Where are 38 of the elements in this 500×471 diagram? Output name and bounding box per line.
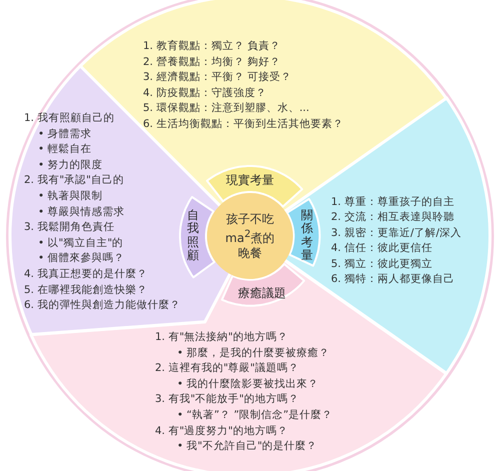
center-text: 孩子不吃ma$^{2}$煮的晚餐	[224, 212, 276, 260]
list-item: 3. 經濟觀點：平衡？ 可接受？	[142, 71, 292, 84]
list-item: 5. 在哪裡我能創造快樂？	[24, 284, 148, 297]
segment-label: 療癒議題	[238, 286, 286, 300]
list-item: 6. 獨特：兩人都更像自己	[331, 273, 454, 286]
list-item: • 執著與限制	[38, 190, 103, 203]
list-item: 6. 生活均衡觀點：平衡到生活其他要素？	[142, 118, 344, 130]
list-item: • “執著”？ ”限制信念”是什麼？	[176, 409, 333, 422]
list-item: • 輕鬆自在	[38, 143, 92, 156]
segment-label: 關係考量	[300, 208, 314, 263]
list-item: 3. 有我"不能放手"的地方嗎？	[154, 393, 299, 406]
list-item: 5. 環保觀點：注意到塑膠、水、...	[142, 102, 310, 115]
list-item: • 以"獨立自主"的	[38, 236, 124, 250]
list-item: • 我的什麼陰影要被找出來？	[176, 378, 319, 391]
list-item: 2. 交流：相互表達與聆聽	[331, 211, 454, 224]
list-item: 1. 有"無法接納"的地方嗎？	[154, 331, 288, 344]
list-item: • 個體來參與嗎？	[38, 252, 125, 266]
list-item: 4. 信任：彼此更信任	[331, 242, 432, 256]
list-item: • 我"不允許自己"的是什麼？	[176, 440, 318, 454]
list-item: 1. 尊重：尊重孩子的自主	[331, 196, 454, 209]
list-item: 5. 獨立：彼此更獨立	[331, 258, 432, 271]
list-item: 2. 我有"承認"自己的	[24, 174, 124, 188]
list-item: 2. 這裡有我的"尊嚴"議題嗎？	[154, 362, 299, 376]
list-item: • 努力的限度	[38, 158, 103, 172]
list-item: 2. 營養觀點：均衡？ 夠好？	[142, 56, 281, 68]
list-item: 1. 我有照顧自己的	[24, 112, 114, 125]
list-item: 1. 教育觀點：獨立？ 負責？	[142, 40, 281, 53]
list-item: 4. 防疫觀點：守護強度？	[142, 86, 266, 100]
list-item: 6. 我的彈性與創造力能做什麼？	[24, 299, 180, 312]
list-item: 3. 我鬆開角色責任	[24, 221, 114, 234]
list-item: • 那麼，是我的什麼要被療癒？	[176, 346, 330, 360]
list-item: 4. 我真正想要的是什麼？	[24, 268, 148, 281]
list-item: 4. 有"過度努力"的地方嗎？	[154, 424, 288, 438]
list-item: • 尊嚴與情感需求	[38, 206, 125, 219]
segment-label: 現實考量	[226, 172, 274, 187]
segment-label: 自我照顧	[186, 208, 200, 263]
list-item: • 身體需求	[38, 128, 92, 141]
list-item: 3. 親密：更靠近/了解/深入	[331, 226, 462, 240]
